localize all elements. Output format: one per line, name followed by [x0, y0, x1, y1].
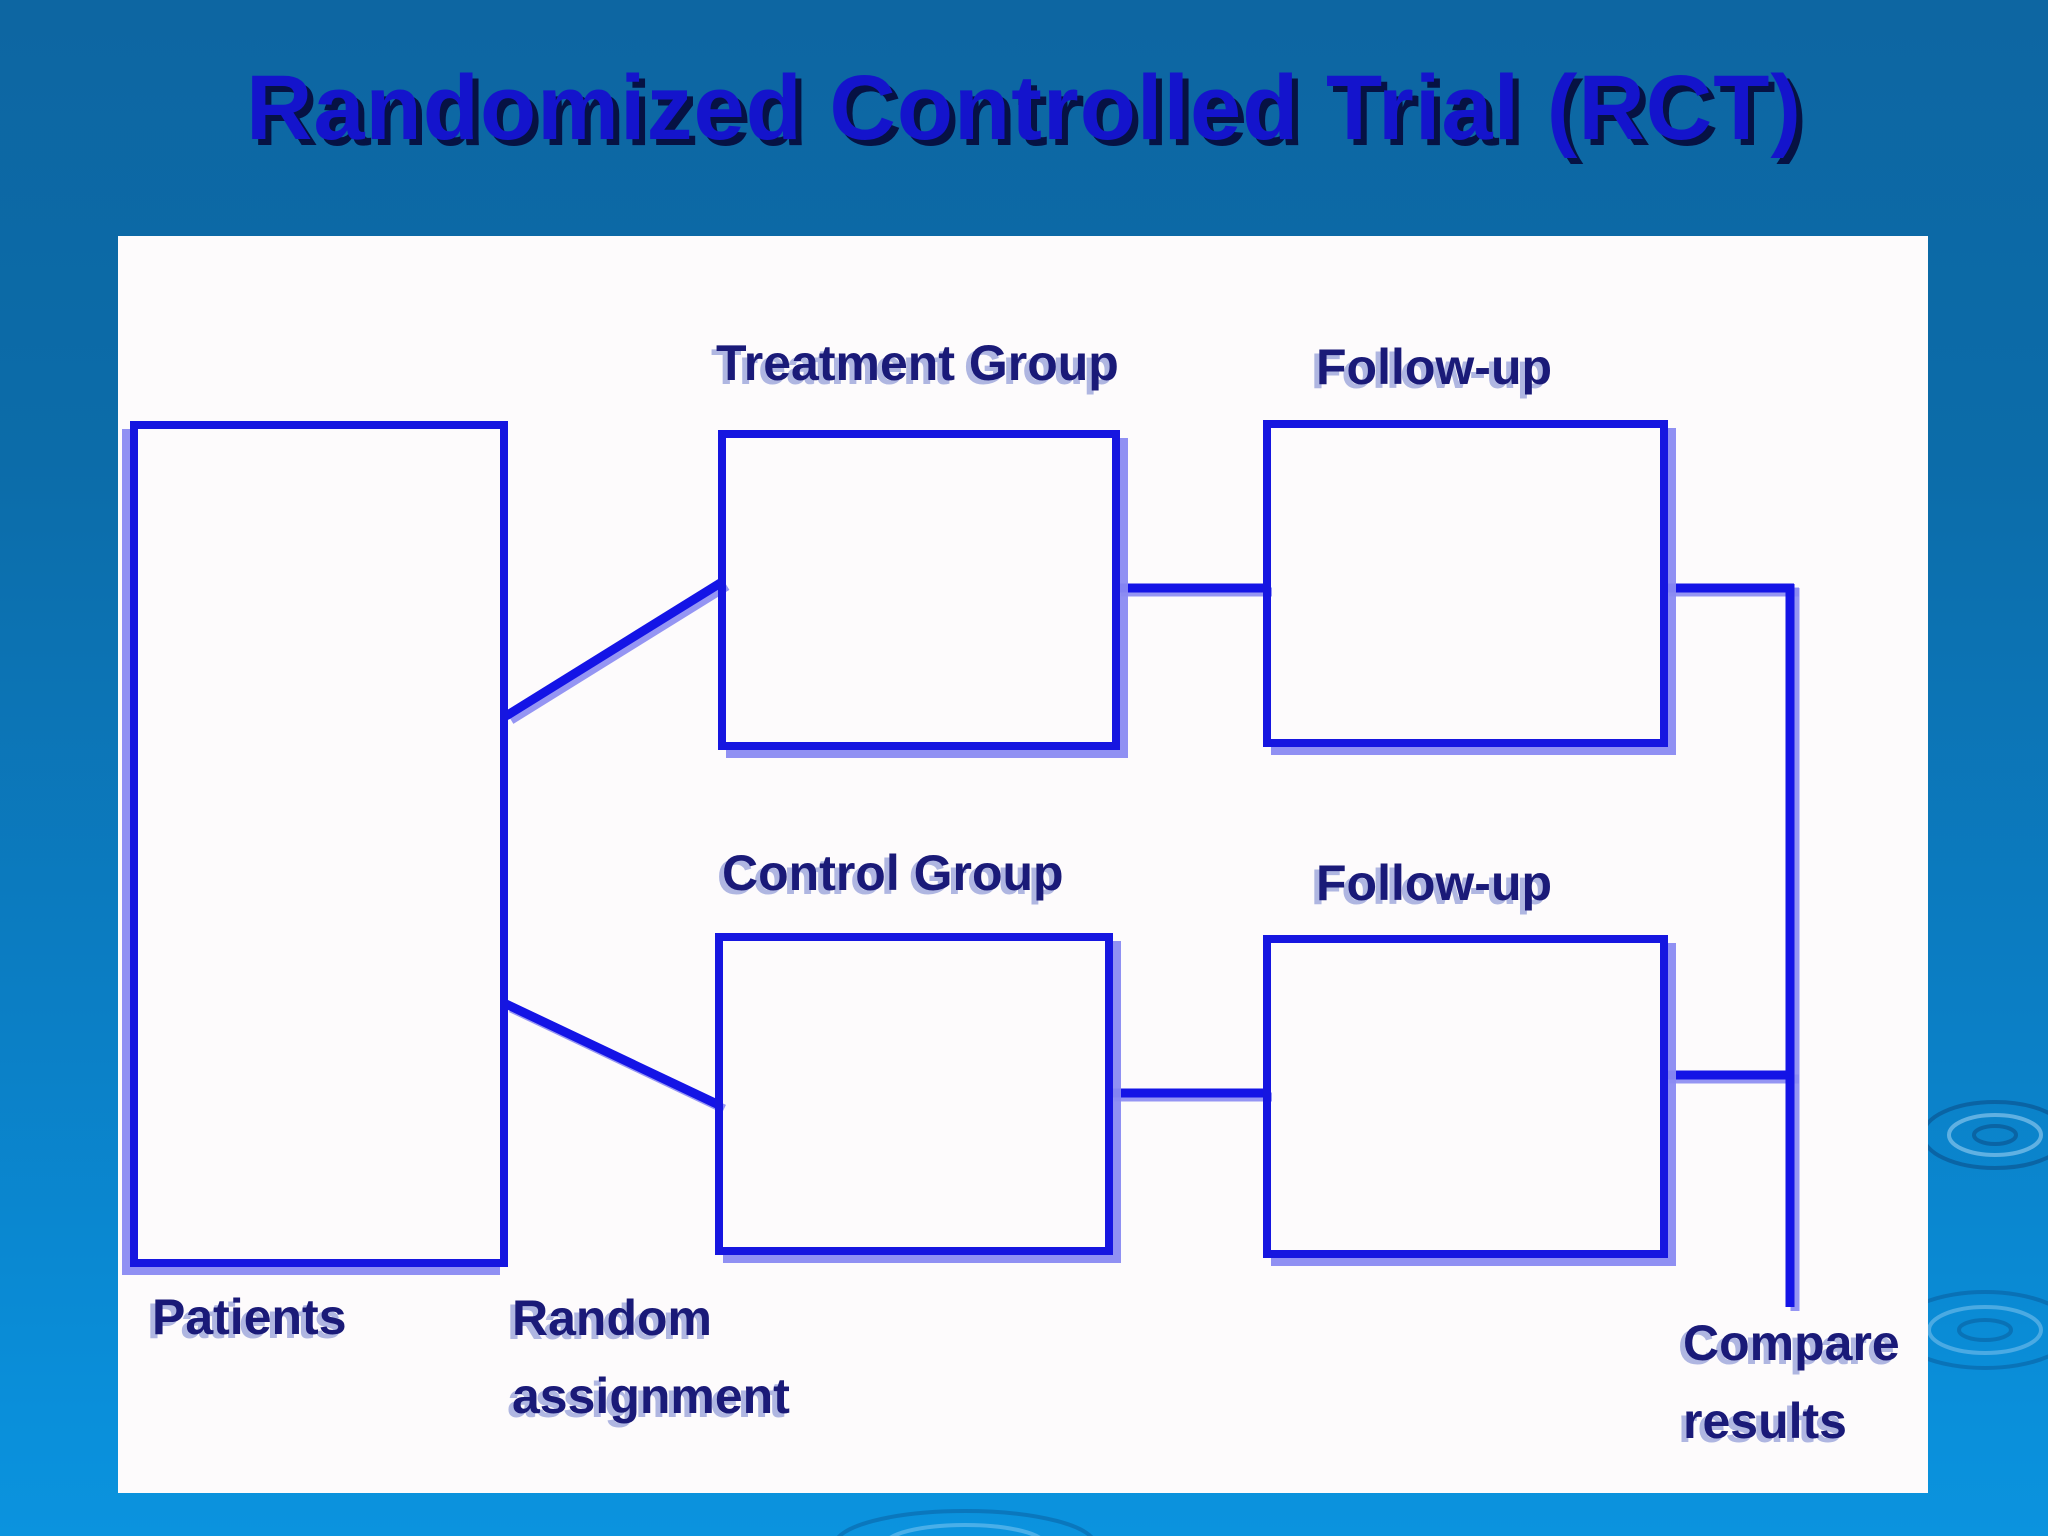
group-box-follow-up-bottom	[1263, 935, 1668, 1258]
label-compare-results: Compare results	[1683, 1305, 1900, 1460]
diagram-panel	[118, 236, 1928, 1493]
label-random-assignment: Random assignment	[512, 1280, 790, 1435]
label-follow-up-top: Follow-up	[1316, 339, 1553, 395]
label-compare-line2: results	[1683, 1392, 1847, 1449]
label-random-line1: Random	[512, 1290, 712, 1346]
label-patients: Patients	[152, 1289, 347, 1345]
group-box-follow-up-top	[1263, 420, 1668, 747]
label-treatment-group: Treatment Group	[716, 335, 1119, 391]
label-follow-up-bottom: Follow-up	[1316, 855, 1553, 911]
group-box-treatment-group	[718, 430, 1120, 750]
label-compare-line1: Compare	[1683, 1315, 1900, 1371]
connector-patients-to-control	[504, 999, 721, 1110]
group-box-patients	[130, 421, 508, 1267]
connector-shadow-patients-to-treatment	[508, 582, 730, 724]
connector-patients-to-treatment	[503, 578, 725, 720]
slide-title: Randomized Controlled Trial (RCT)	[245, 57, 1803, 159]
label-control-group: Control Group	[722, 845, 1064, 901]
label-random-line2: assignment	[512, 1367, 790, 1424]
group-box-control-group	[715, 933, 1113, 1255]
